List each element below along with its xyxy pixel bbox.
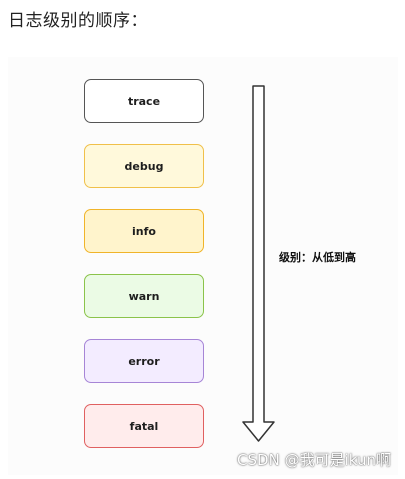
level-box-warn: warn [84, 274, 204, 318]
level-label-debug: debug [124, 159, 164, 173]
level-box-trace: trace [84, 79, 204, 123]
down-arrow-icon [242, 85, 275, 442]
arrow-label: 级别：从低到高 [279, 251, 356, 264]
page-title: 日志级别的顺序： [8, 11, 148, 31]
level-box-debug: debug [84, 144, 204, 188]
level-box-info: info [84, 209, 204, 253]
level-label-info: info [132, 224, 156, 238]
watermark: CSDN @我可是ikun啊 [237, 451, 391, 469]
level-label-trace: trace [127, 94, 161, 108]
level-label-fatal: fatal [129, 419, 159, 433]
level-label-error: error [128, 354, 160, 368]
level-label-warn: warn [128, 289, 160, 303]
level-box-error: error [84, 339, 204, 383]
level-box-fatal: fatal [84, 404, 204, 448]
diagram-panel [8, 57, 398, 475]
